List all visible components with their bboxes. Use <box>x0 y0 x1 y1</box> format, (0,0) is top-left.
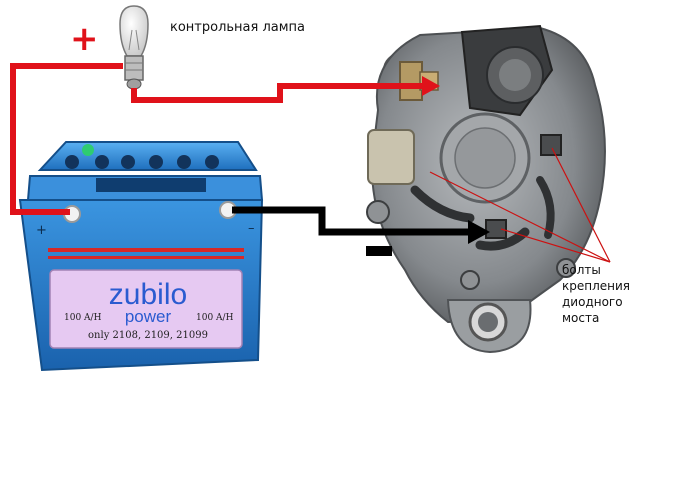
alternator <box>366 24 606 354</box>
plus-symbol: + <box>70 19 99 59</box>
battery-sub-brand: power <box>125 307 172 326</box>
bolts-label-line: диодного <box>562 295 623 309</box>
lamp-label: контрольная лампа <box>170 20 306 35</box>
bolts-label-line: моста <box>562 311 600 325</box>
battery-models: only 2108, 2109, 21099 <box>88 330 208 341</box>
positive-wire <box>10 63 440 215</box>
battery-brand: zubilo <box>109 278 187 311</box>
battery-capacity-right: 100 A/H <box>196 313 234 323</box>
negative-wire <box>232 206 490 244</box>
bolts-label-line: болты <box>562 263 601 277</box>
battery-minus-mark: – <box>248 221 255 236</box>
battery: + – zubilo power 100 A/H 100 A/H only 21… <box>18 141 264 372</box>
bolts-label-line: крепления <box>562 279 631 293</box>
minus-symbol <box>366 246 392 256</box>
control-lamp <box>119 5 149 90</box>
bolts-label: болты крепления диодного моста <box>562 262 630 326</box>
battery-plus-mark: + <box>36 223 47 238</box>
filler-caps <box>65 144 219 169</box>
bolt-pointer-lines <box>429 147 611 263</box>
battery-capacity-left: 100 A/H <box>64 313 102 323</box>
